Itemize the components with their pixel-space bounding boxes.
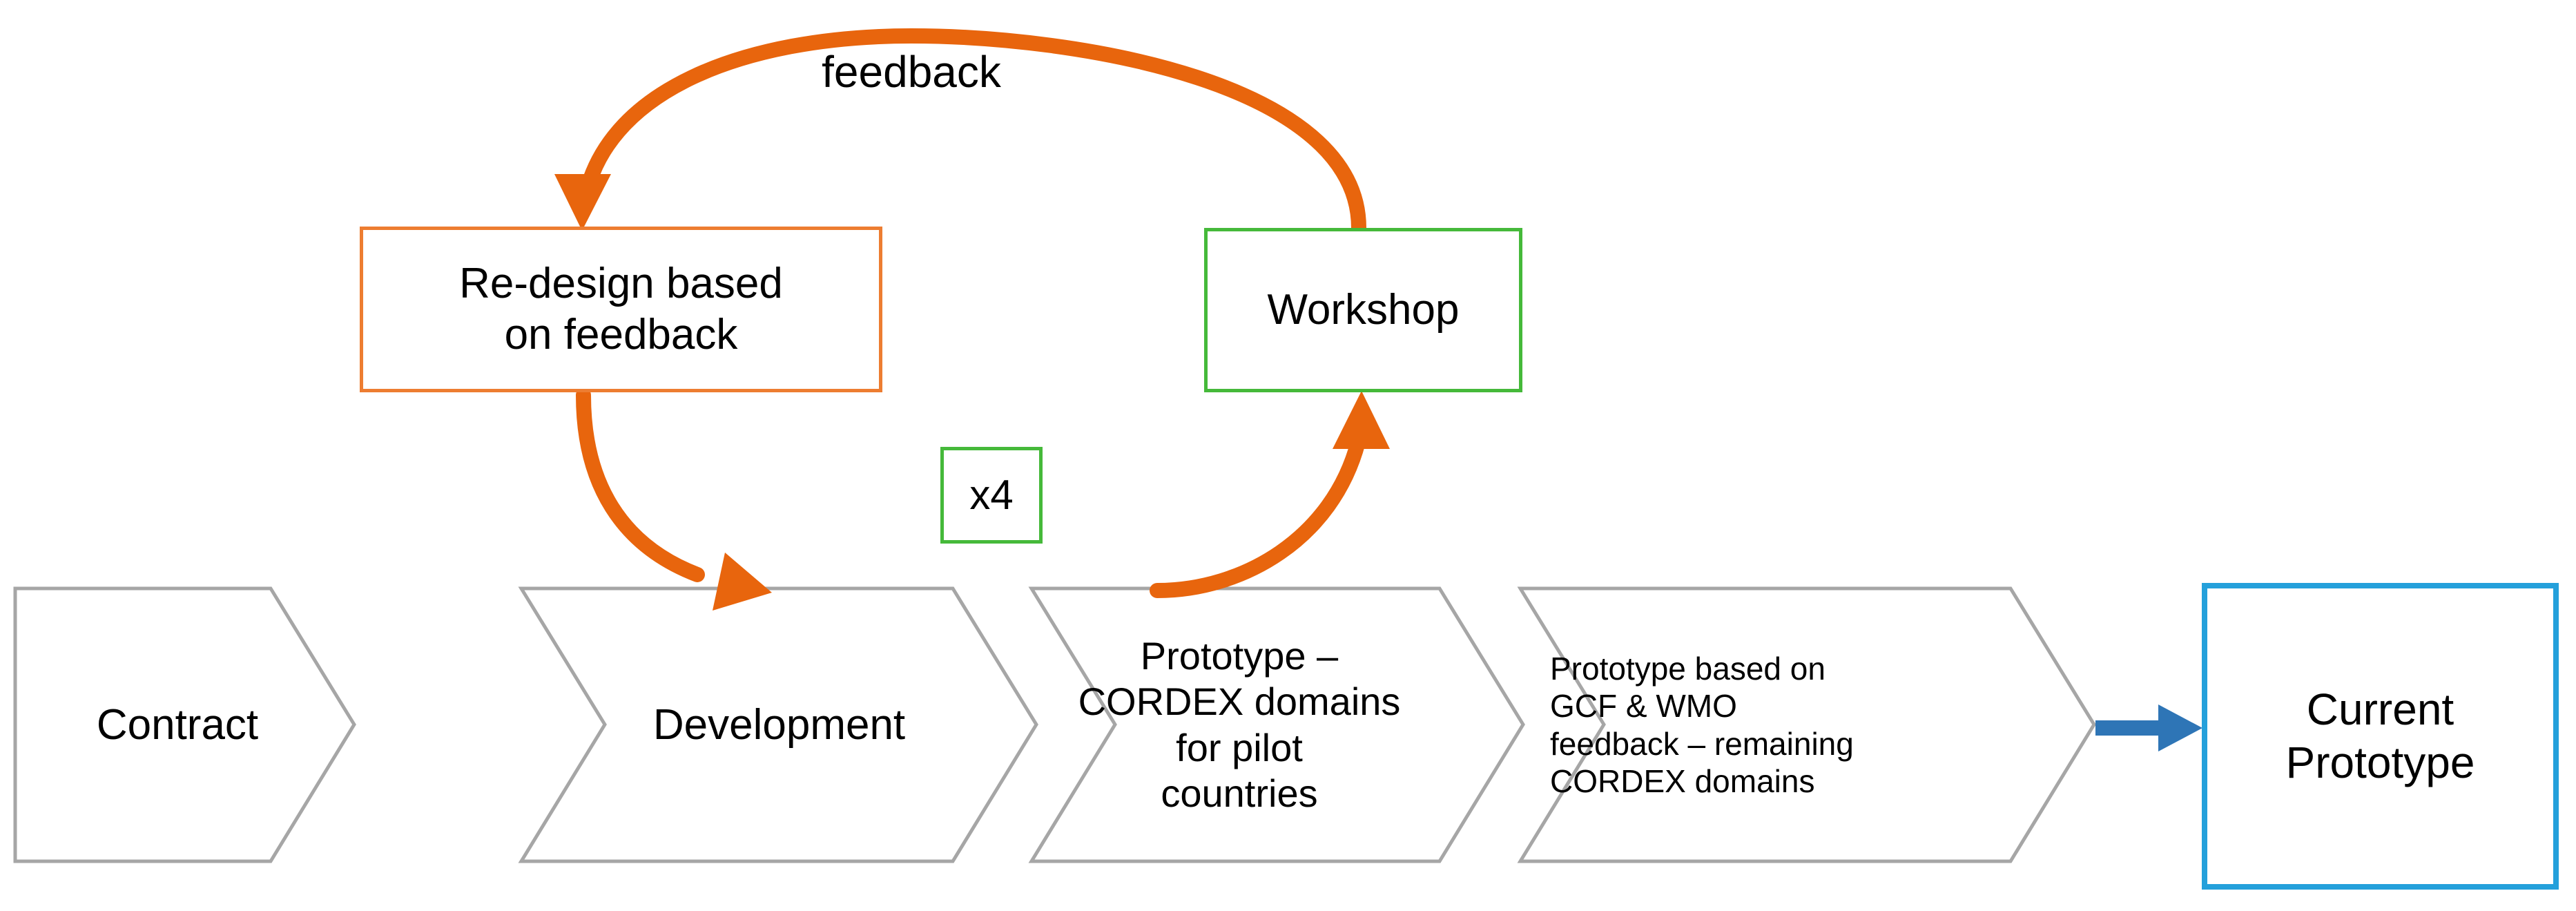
current-prototype-box[interactable]: Current Prototype xyxy=(2202,583,2559,890)
redesign-to-development-arrowhead xyxy=(713,553,772,611)
chevron-development[interactable] xyxy=(518,586,1038,863)
current-prototype-line-0: Current xyxy=(2306,684,2454,735)
iteration-count-box[interactable]: x4 xyxy=(940,447,1043,544)
prototype-to-workshop-arrowhead xyxy=(1333,391,1390,449)
workshop-box[interactable]: Workshop xyxy=(1204,228,1522,392)
current-prototype-line-1: Prototype xyxy=(2285,738,2475,787)
prototype-to-workshop-path xyxy=(1150,434,1366,598)
redesign-to-development-path xyxy=(576,387,705,582)
iteration-count-label: x4 xyxy=(969,472,1014,518)
redesign-box-line-0: Re-design based xyxy=(459,259,783,307)
workshop-box-line-0: Workshop xyxy=(1267,285,1460,334)
chevron-contract[interactable] xyxy=(13,586,356,863)
chevron-prototype-pilot[interactable] xyxy=(1028,586,1525,863)
chevron-prototype-gcf-wmo[interactable] xyxy=(1517,586,2096,863)
feedback-arc-arrowhead xyxy=(554,174,611,231)
feedback-arc-path xyxy=(576,28,1366,236)
redesign-based-on-feedback-box[interactable]: Re-design based on feedback xyxy=(360,227,882,392)
blue-connector-arrowhead xyxy=(2158,704,2202,751)
redesign-box-line-1: on feedback xyxy=(504,311,738,358)
